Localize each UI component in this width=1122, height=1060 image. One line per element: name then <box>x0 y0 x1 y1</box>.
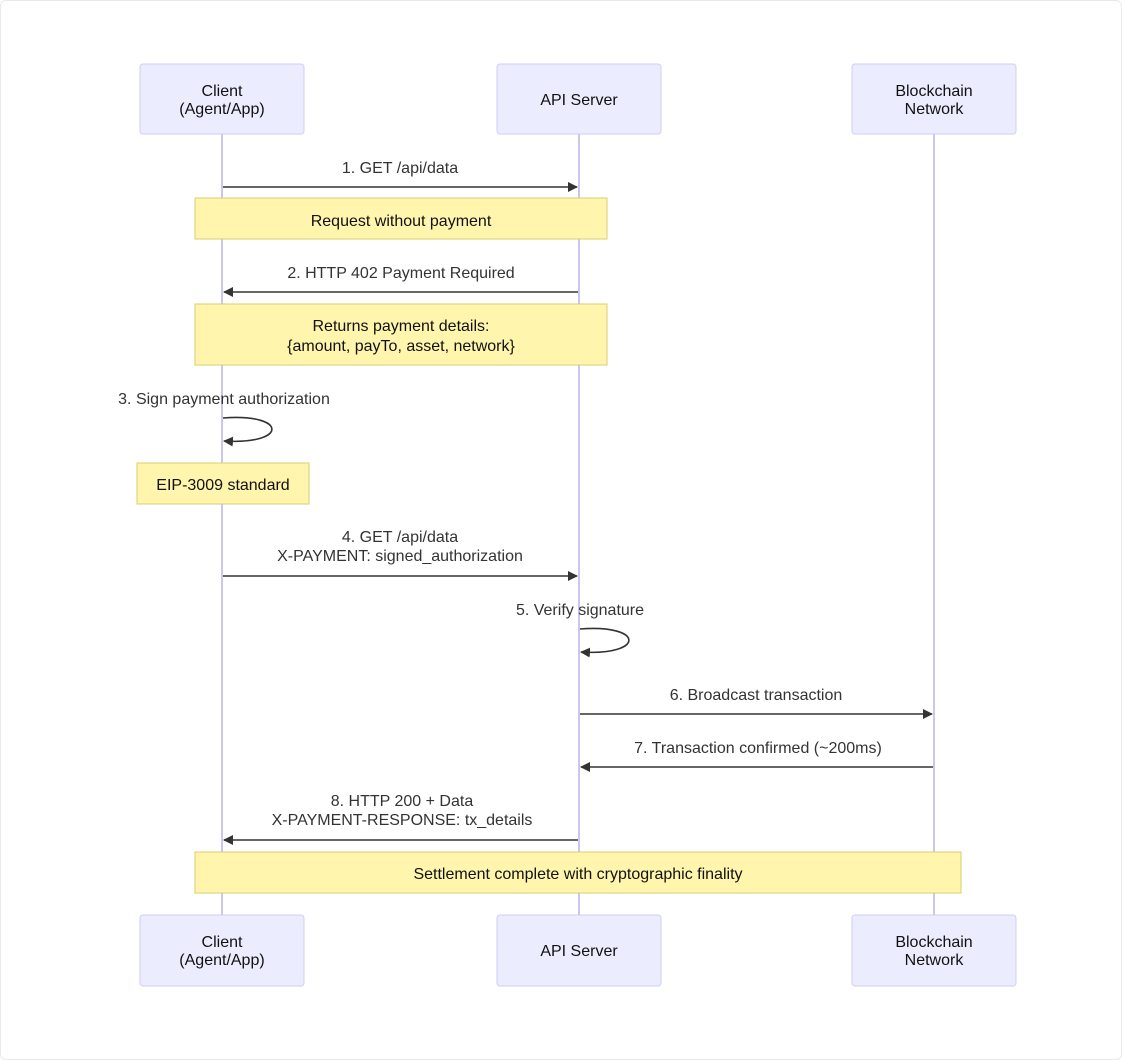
actor-blockchain-role-bottom: Network <box>905 952 965 969</box>
note-3: EIP-3009 standard <box>136 462 310 505</box>
actor-api-server-top: API Server <box>496 63 662 135</box>
message-5: 5. Verify signature <box>516 602 644 658</box>
message-2: 2. HTTP 402 Payment Required <box>223 265 578 297</box>
actor-blockchain-name-bottom: Blockchain <box>895 934 972 951</box>
note-2-line-1: Returns payment details: <box>313 318 490 335</box>
actor-client-bottom: Client (Agent/App) <box>139 914 305 987</box>
message-3-self-arrow <box>222 416 273 447</box>
note-1: Request without payment <box>194 197 608 240</box>
message-2-label: 2. HTTP 402 Payment Required <box>287 265 514 282</box>
actor-blockchain-top: Blockchain Network <box>851 63 1017 135</box>
note-2: Returns payment details: {amount, payTo,… <box>194 303 608 366</box>
message-1-label: 1. GET /api/data <box>342 160 458 177</box>
message-6: 6. Broadcast transaction <box>580 687 933 719</box>
actor-client-role-bottom: (Agent/App) <box>179 952 264 969</box>
message-4-label-line-2: X-PAYMENT: signed_authorization <box>277 548 523 565</box>
message-8: 8. HTTP 200 + Data X-PAYMENT-RESPONSE: t… <box>223 793 578 845</box>
message-8-label-line-1: 8. HTTP 200 + Data <box>331 793 474 810</box>
message-5-label: 5. Verify signature <box>516 602 644 619</box>
actor-client-name: Client <box>202 83 243 100</box>
message-3-label: 3. Sign payment authorization <box>118 391 330 408</box>
actor-blockchain-bottom: Blockchain Network <box>851 914 1017 987</box>
note-4-text: Settlement complete with cryptographic f… <box>413 866 742 883</box>
actor-api-server-bottom: API Server <box>496 914 662 987</box>
message-3: 3. Sign payment authorization <box>118 391 330 447</box>
actor-client-name-bottom: Client <box>202 934 243 951</box>
actor-api-server-name: API Server <box>540 92 618 109</box>
message-4-label-line-1: 4. GET /api/data <box>342 529 458 546</box>
message-6-label: 6. Broadcast transaction <box>670 687 843 704</box>
message-7: 7. Transaction confirmed (~200ms) <box>580 740 933 772</box>
message-4: 4. GET /api/data X-PAYMENT: signed_autho… <box>223 529 578 581</box>
message-5-self-arrow <box>579 627 630 658</box>
message-7-label: 7. Transaction confirmed (~200ms) <box>634 740 882 757</box>
note-2-line-2: {amount, payTo, asset, network} <box>287 338 515 355</box>
note-4: Settlement complete with cryptographic f… <box>194 851 962 894</box>
actor-blockchain-name: Blockchain <box>895 83 972 100</box>
actor-blockchain-role: Network <box>905 101 965 118</box>
actor-api-server-name-bottom: API Server <box>540 943 618 960</box>
actor-client-top: Client (Agent/App) <box>139 63 305 135</box>
note-3-text: EIP-3009 standard <box>156 477 289 494</box>
actor-client-role: (Agent/App) <box>179 101 264 118</box>
note-1-text: Request without payment <box>311 213 492 230</box>
message-1: 1. GET /api/data <box>223 160 578 192</box>
message-8-label-line-2: X-PAYMENT-RESPONSE: tx_details <box>272 812 533 829</box>
